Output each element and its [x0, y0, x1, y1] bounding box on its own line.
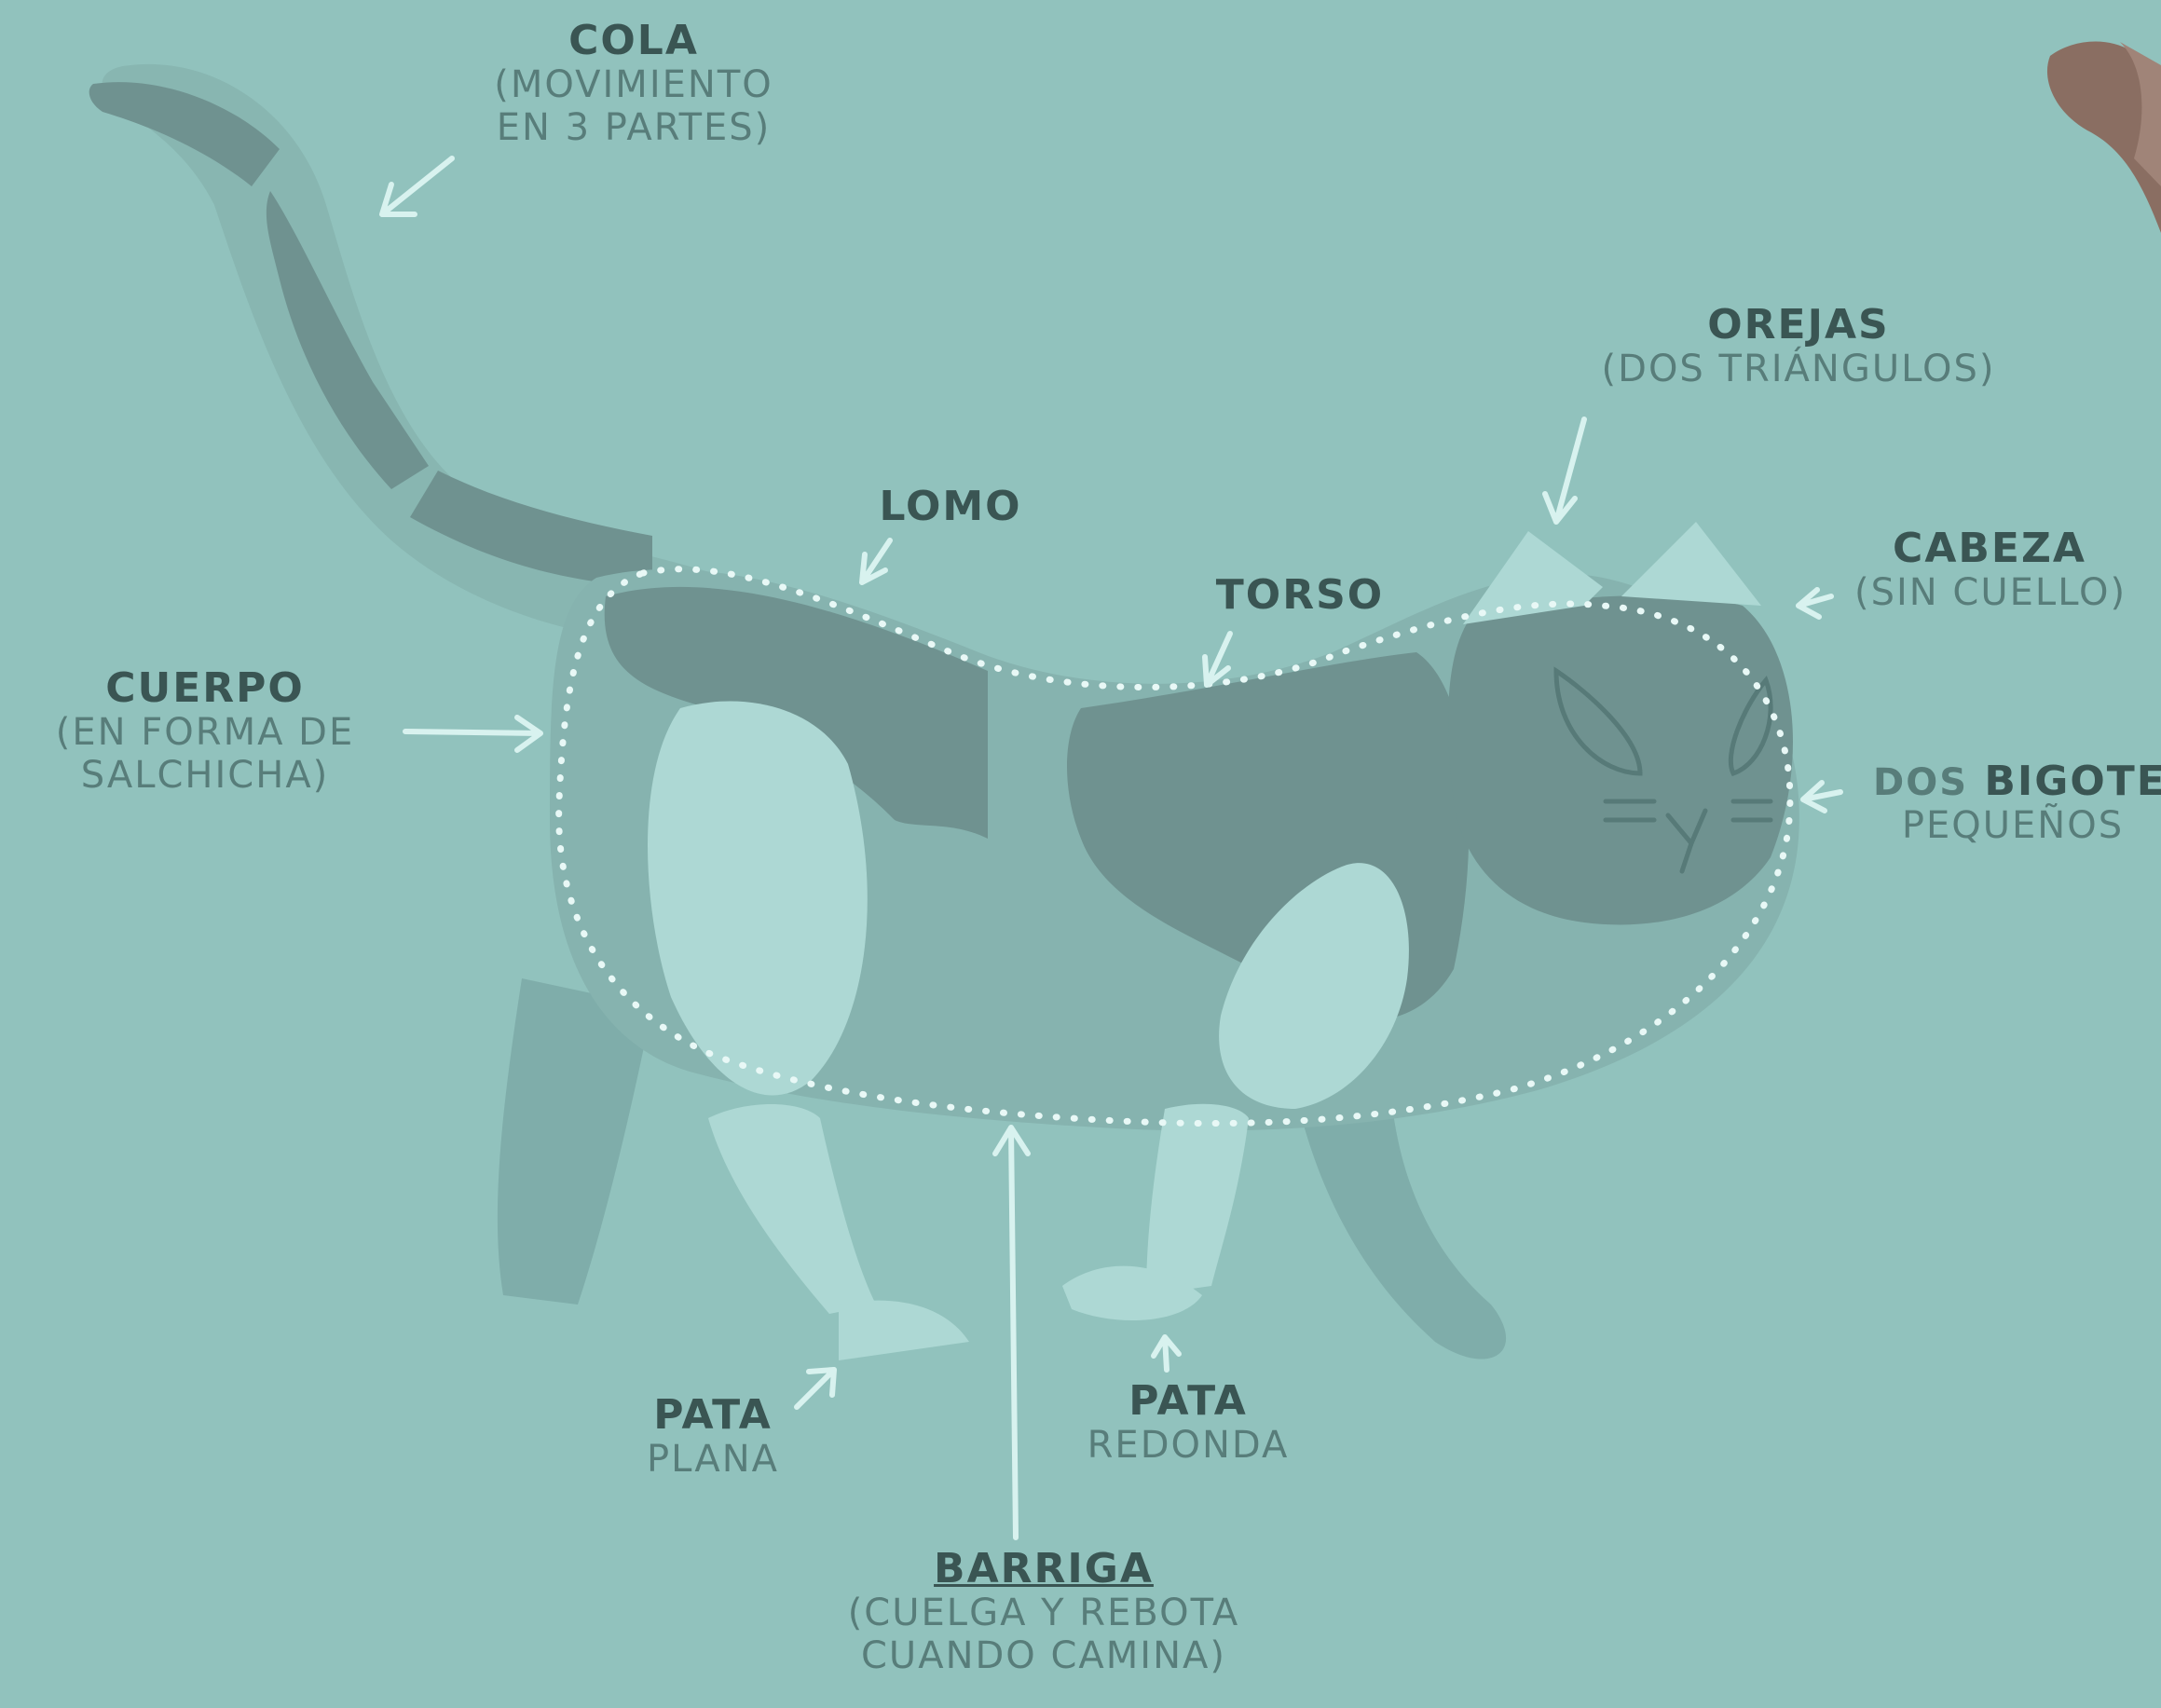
arrow-torso: [1205, 634, 1230, 685]
label-cabeza-title: CABEZA: [1854, 526, 2125, 571]
label-bigotes-sub: PEQUEÑOS: [1873, 804, 2153, 847]
label-cuerpo-sub-2: SALCHICHA): [19, 754, 391, 797]
arrow-cola: [382, 158, 452, 214]
arrow-barriga: [995, 1127, 1028, 1537]
label-cabeza-sub: (SIN CUELLO): [1854, 571, 2125, 614]
label-barriga: BARRIGA (CUELGA Y REBOTA CUANDO CAMINA): [801, 1547, 1286, 1677]
arrow-bigotes: [1803, 783, 1840, 811]
label-cuerpo: CUERPO (EN FORMA DE SALCHICHA): [19, 666, 391, 797]
label-barriga-title: BARRIGA: [801, 1547, 1286, 1592]
label-bigotes-title-a: DOS: [1873, 761, 1968, 804]
label-lomo-title: LOMO: [876, 485, 1025, 529]
label-barriga-sub-2: CUANDO CAMINA): [801, 1634, 1286, 1677]
label-orejas-sub: (DOS TRIÁNGULOS): [1584, 348, 2013, 390]
arrow-cuerpo: [405, 717, 540, 750]
label-pata-plana: PATA PLANA: [634, 1393, 792, 1481]
label-lomo: LOMO: [876, 485, 1025, 529]
corner-cat-tail: [2047, 41, 2161, 233]
cat-head: [1448, 595, 1793, 924]
label-bigotes-title-b: BIGOTES: [1984, 758, 2161, 805]
label-orejas-title: OREJAS: [1584, 303, 2013, 348]
label-pata-plana-sub: PLANA: [634, 1438, 792, 1481]
label-cabeza: CABEZA (SIN CUELLO): [1854, 526, 2125, 614]
label-cola-sub-2: EN 3 PARTES): [438, 106, 829, 149]
label-bigotes-title: DOS BIGOTES: [1873, 759, 2153, 804]
label-pata-redonda-title: PATA: [1081, 1379, 1295, 1424]
label-torso-title: TORSO: [1211, 573, 1388, 618]
label-bigotes: DOS BIGOTES PEQUEÑOS: [1873, 759, 2153, 847]
arrow-cabeza: [1799, 590, 1831, 617]
arrow-pata-redonda: [1154, 1337, 1179, 1370]
label-torso: TORSO: [1211, 573, 1388, 618]
label-pata-redonda: PATA REDONDA: [1081, 1379, 1295, 1467]
arrow-pata-plana: [797, 1370, 834, 1407]
label-orejas: OREJAS (DOS TRIÁNGULOS): [1584, 303, 2013, 390]
arrow-orejas: [1545, 419, 1584, 522]
label-cola: COLA (MOVIMIENTO EN 3 PARTES): [438, 19, 829, 149]
label-barriga-sub-1: (CUELGA Y REBOTA: [801, 1592, 1286, 1634]
label-cuerpo-sub-1: (EN FORMA DE: [19, 711, 391, 754]
label-pata-plana-title: PATA: [634, 1393, 792, 1438]
arrow-lomo: [862, 540, 890, 582]
label-cola-title: COLA: [438, 19, 829, 63]
label-cuerpo-title: CUERPO: [19, 666, 391, 711]
label-cola-sub-1: (MOVIMIENTO: [438, 63, 829, 106]
label-pata-redonda-sub: REDONDA: [1081, 1424, 1295, 1467]
